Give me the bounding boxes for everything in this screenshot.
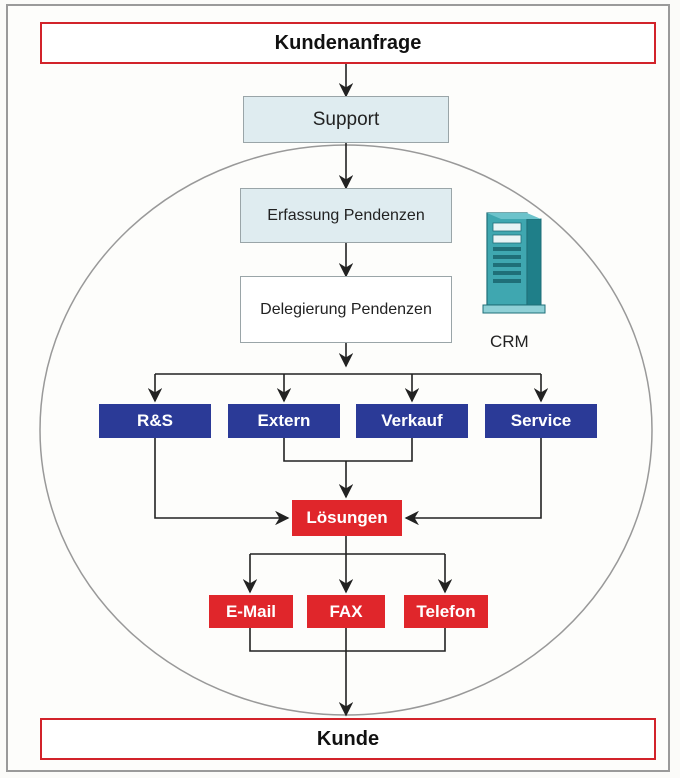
channel-email: E-Mail xyxy=(209,595,293,628)
merge-channels xyxy=(249,628,446,652)
arrow-rs-loesungen xyxy=(154,438,290,526)
support-box: Support xyxy=(243,96,449,143)
loesungen-box: Lösungen xyxy=(292,500,402,536)
erfassung-box: Erfassung Pendenzen xyxy=(240,188,452,243)
arrow-service-loesungen xyxy=(404,438,542,526)
channel-telefon: Telefon xyxy=(404,595,488,628)
merge-extern-verkauf xyxy=(283,438,413,462)
server-icon xyxy=(482,212,546,314)
kunde-box: Kunde xyxy=(40,718,656,760)
department-rs: R&S xyxy=(99,404,211,438)
delegierung-box: Delegierung Pendenzen xyxy=(240,276,452,343)
department-extern: Extern xyxy=(228,404,340,438)
department-verkauf: Verkauf xyxy=(356,404,468,438)
channel-fax: FAX xyxy=(307,595,385,628)
kundenanfrage-box: Kundenanfrage xyxy=(40,22,656,64)
department-service: Service xyxy=(485,404,597,438)
crm-label: CRM xyxy=(490,332,529,351)
